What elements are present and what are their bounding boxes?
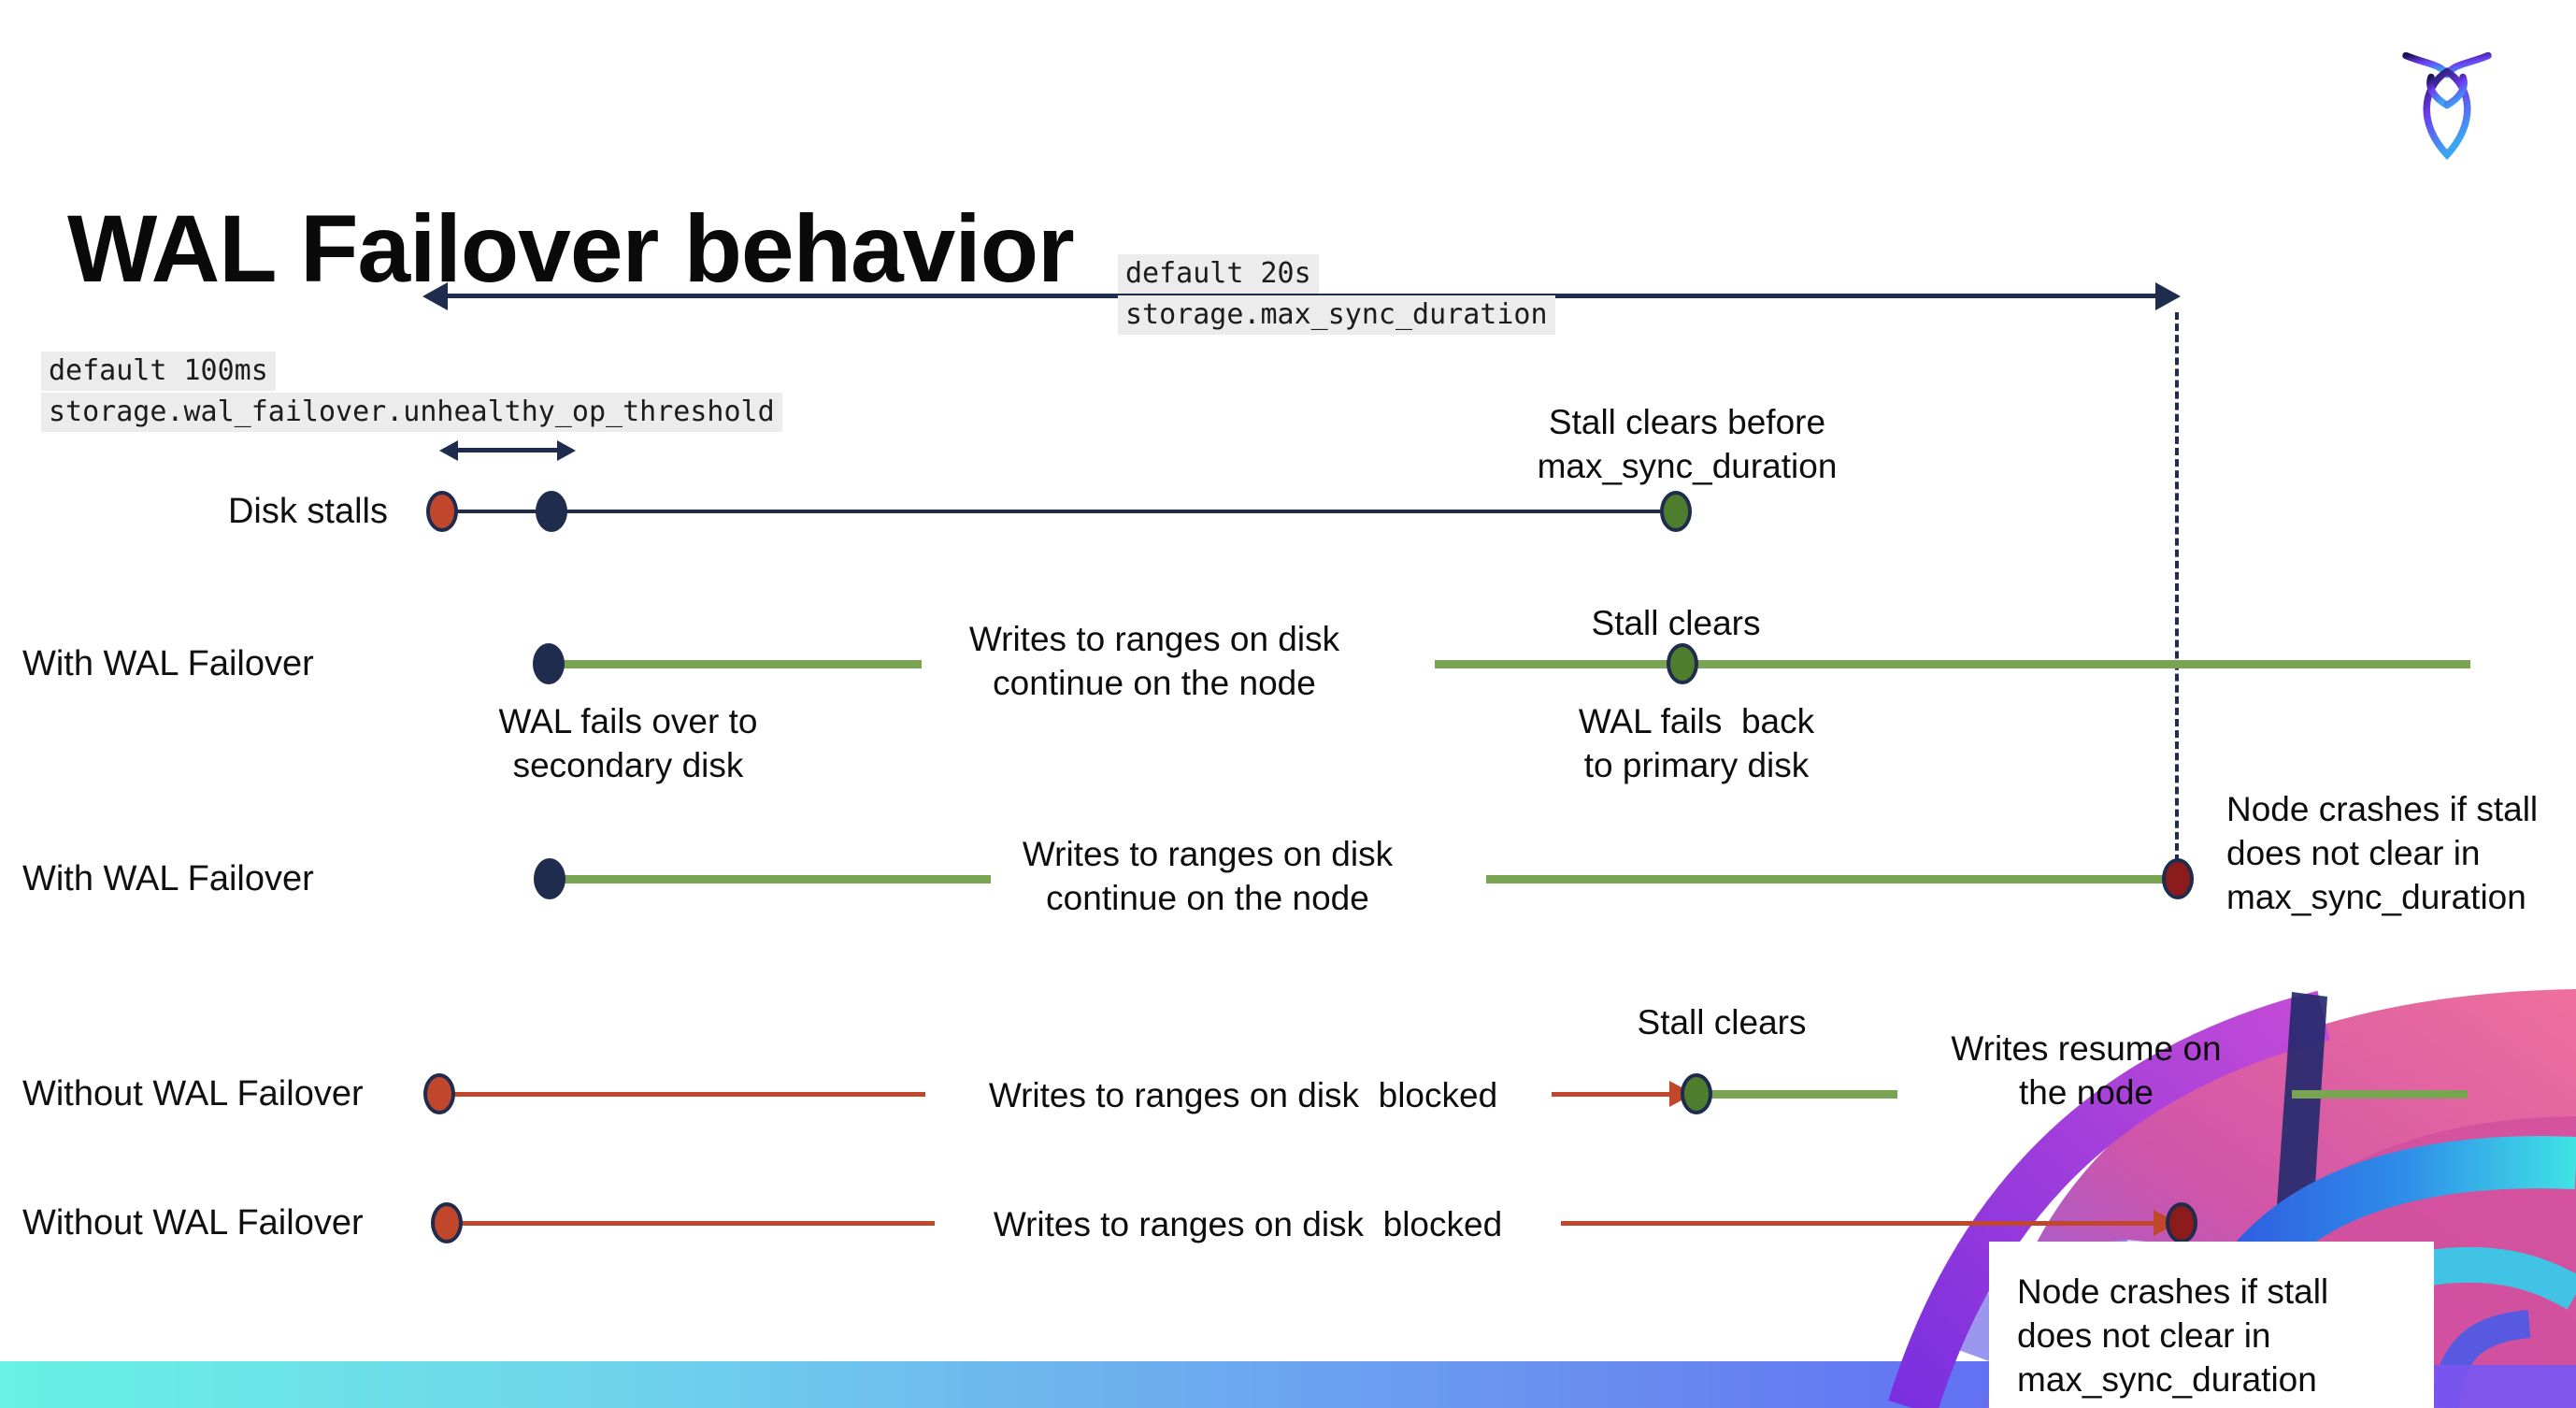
logo-branch-right [2443, 73, 2468, 109]
unhealthy-op-setting-name: storage.wal_failover.unhealthy_op_thresh… [41, 393, 782, 432]
writes-blocked-line-row5b [1561, 1221, 2155, 1226]
node-crash-dot-row5 [2166, 1202, 2197, 1243]
threshold-arrow-head-right-icon [557, 440, 576, 461]
node-crash-dot-row3 [2162, 858, 2194, 899]
writes-continue-note-row3: Writes to ranges on disk continue on the… [1022, 835, 1394, 917]
max-sync-duration-label: default 20s storage.max_sync_duration [1118, 254, 1555, 337]
writes-continue-line-row3a [561, 875, 991, 884]
writes-blocked-line-row4a [451, 1092, 925, 1097]
stall-clears-note-row2: Stall clears [1591, 604, 1761, 642]
row-label-without-wal-failover-1: Without WAL Failover [22, 1074, 364, 1113]
writes-continue-line-row2b [1435, 660, 2470, 668]
writes-continue-line-row3b [1486, 875, 2173, 884]
threshold-arrow-head-left-icon [439, 440, 458, 461]
failover-dot-row2 [533, 643, 565, 684]
failover-threshold-dot [536, 491, 567, 532]
fails-back-note: WAL fails back to primary disk [1578, 702, 1815, 784]
failover-dot-row3 [534, 858, 565, 899]
writes-continue-line-row2a [561, 660, 922, 668]
unhealthy-op-default-value: default 100ms [41, 352, 276, 391]
art-purple-ribbon [1888, 990, 2330, 1408]
writes-blocked-note-row4: Writes to ranges on disk blocked [988, 1076, 1498, 1114]
arrow-head-right-icon [2155, 282, 2181, 310]
stall-start-dot [426, 491, 458, 532]
node-crash-note-row3: Node crashes if stall does not clear in … [2226, 790, 2539, 916]
row-label-with-wal-failover-1: With WAL Failover [22, 644, 314, 683]
max-sync-duration-deadline-dashed-line [2175, 312, 2179, 862]
logo-antenna-left [2402, 51, 2451, 79]
writes-continue-note-row2: Writes to ranges on disk continue on the… [968, 620, 1340, 702]
arrow-head-left-icon [422, 282, 448, 310]
stall-clear-dot-row2 [1667, 643, 1698, 684]
node-crash-note-box: Node crashes if stall does not clear in … [1989, 1242, 2434, 1408]
writes-blocked-line-row5a [459, 1221, 935, 1226]
stall-clear-dot-row1 [1660, 491, 1692, 532]
fails-over-note: WAL fails over to secondary disk [498, 702, 758, 784]
unhealthy-op-threshold-label: default 100ms storage.wal_failover.unhea… [41, 352, 782, 434]
row-label-disk-stalls: Disk stalls [227, 492, 388, 531]
logo-branch-left [2426, 73, 2451, 109]
stall-clears-before-note: Stall clears before max_sync_duration [1537, 403, 1838, 485]
stall-clear-dot-row4 [1681, 1073, 1712, 1114]
writes-resume-line-row4a [1710, 1090, 1897, 1099]
stall-start-dot-row4 [423, 1073, 455, 1114]
logo-antenna-right [2443, 51, 2492, 79]
disk-stall-timeline [442, 510, 1678, 513]
threshold-arrow-line [456, 448, 559, 453]
cockroachdb-logo-icon [2402, 51, 2492, 160]
page-title: WAL Failover behavior [67, 195, 1075, 302]
max-sync-default-value: default 20s [1118, 254, 1319, 294]
max-sync-setting-name: storage.max_sync_duration [1118, 295, 1555, 335]
stall-clears-note-row4: Stall clears [1637, 1003, 1807, 1042]
writes-resume-line-row4b [2292, 1090, 2468, 1099]
row-label-without-wal-failover-2: Without WAL Failover [22, 1203, 364, 1243]
row-label-with-wal-failover-2: With WAL Failover [22, 859, 314, 898]
writes-blocked-note-row5: Writes to ranges on disk blocked [993, 1205, 1503, 1243]
writes-blocked-line-row4b [1552, 1092, 1671, 1097]
writes-resume-note: Writes resume on the node [1951, 1029, 2222, 1112]
node-crash-note-row5: Node crashes if stall does not clear in … [2017, 1272, 2329, 1399]
stall-start-dot-row5 [431, 1202, 463, 1243]
